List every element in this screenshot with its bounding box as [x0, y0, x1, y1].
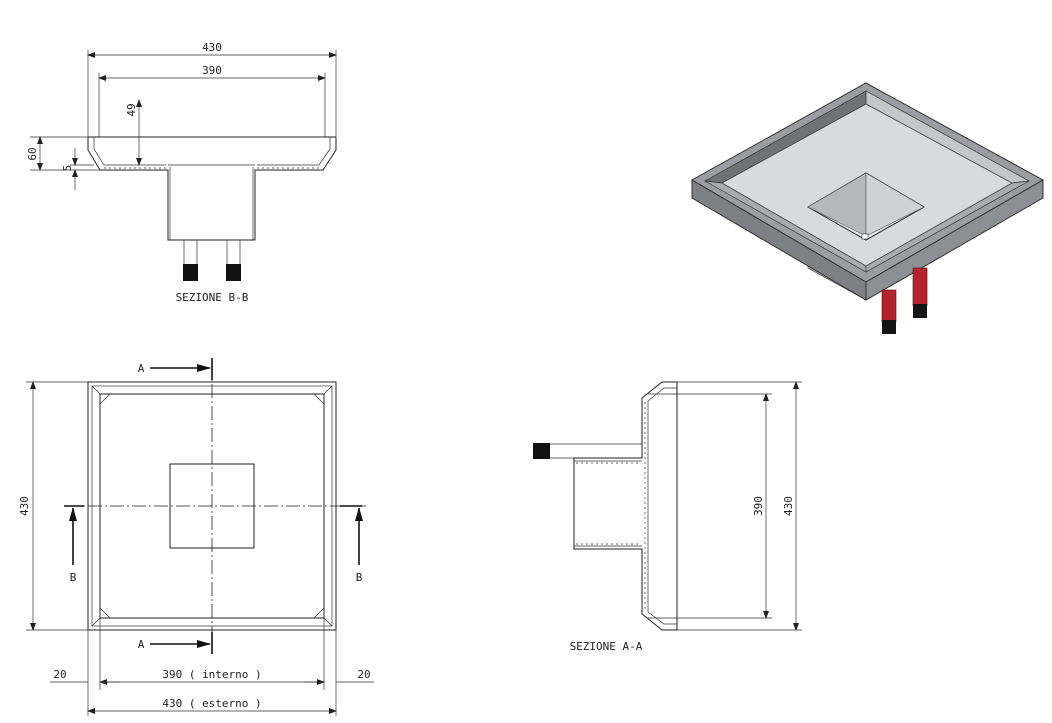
plan-dim-right-margin: 20 [357, 668, 370, 681]
isometric-pipes [881, 267, 928, 334]
plan-dim-inner: 390 ( interno ) [162, 668, 261, 681]
cut-a-top-label: A [138, 362, 145, 375]
section-bb-pipes [183, 240, 241, 281]
isometric-view [690, 82, 1045, 334]
plan-dim-left-margin: 20 [53, 668, 66, 681]
section-bb-dim-depth: 49 [125, 103, 138, 116]
section-bb-title: SEZIONE B-B [176, 291, 249, 304]
section-aa-view: 390 430 SEZIONE A-A [533, 381, 802, 653]
cut-b-right-label: B [356, 571, 363, 584]
section-bb-dim-flange: 5 [61, 165, 74, 172]
plan-view: A A B B 430 20 390 ( interno ) 20 430 ( … [18, 358, 374, 716]
section-aa-dim-outer: 430 [782, 496, 795, 516]
section-aa-tray-outline [573, 381, 678, 631]
cut-b-left-label: B [70, 571, 77, 584]
section-aa-title: SEZIONE A-A [570, 640, 643, 653]
section-aa-dim-inner: 390 [752, 496, 765, 516]
section-bb-dim-height: 60 [26, 147, 39, 160]
cut-a-bottom-label: A [138, 638, 145, 651]
section-bb-view: 430 390 49 60 5 SEZIONE B-B [26, 41, 337, 304]
plan-dim-outer-horizontal: 430 ( esterno ) [162, 697, 261, 710]
plan-dim-outer-vertical: 430 [18, 496, 31, 516]
section-bb-dim-inner: 390 [202, 64, 222, 77]
section-bb-tray-outline [87, 137, 337, 241]
section-bb-dim-outer: 430 [202, 41, 222, 54]
